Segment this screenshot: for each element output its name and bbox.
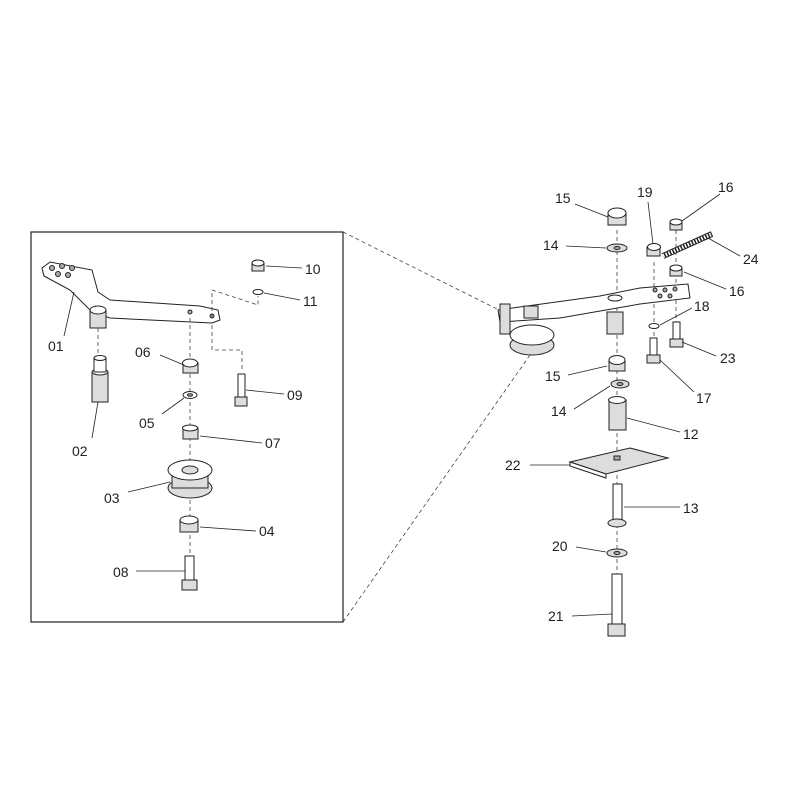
part-15-nut-lower	[608, 355, 626, 372]
label-06: 06	[135, 344, 151, 360]
detail-callout-line	[342, 231, 516, 319]
label-09: 09	[287, 387, 303, 403]
label-23: 23	[720, 350, 736, 366]
part-12-sleeve	[608, 396, 627, 431]
leader-lines	[63, 193, 741, 617]
label-01: 01	[48, 338, 64, 354]
part-06-nut	[182, 358, 199, 374]
label-14: 14	[543, 237, 559, 253]
part-14-washer-lower	[610, 379, 630, 389]
part-07-sleeve	[182, 424, 199, 440]
part-22-plate	[568, 447, 670, 479]
label-02: 02	[72, 443, 88, 459]
part-04-spacer	[179, 515, 199, 533]
label-18: 18	[694, 298, 710, 314]
label-08: 08	[113, 564, 129, 580]
part-24-spring	[661, 231, 714, 259]
label-19: 19	[637, 184, 653, 200]
part-10-nut	[251, 259, 265, 272]
part-18-washer	[648, 323, 660, 329]
label-04: 04	[259, 523, 275, 539]
label-05: 05	[139, 415, 155, 431]
label-16: 16	[718, 179, 734, 195]
part-16-nut	[669, 218, 683, 231]
part-23-bolt	[669, 321, 684, 348]
part-19-nut	[646, 243, 661, 257]
label-11: 11	[303, 293, 318, 309]
label-10: 10	[305, 261, 321, 277]
detail-box	[30, 231, 344, 623]
label-20: 20	[552, 538, 568, 554]
label-15: 15	[555, 190, 571, 206]
label-24: 24	[743, 251, 759, 267]
part-05-washer	[182, 391, 198, 399]
label-12: 12	[683, 426, 699, 442]
part-08-bolt	[181, 555, 198, 591]
label-17: 17	[696, 390, 712, 406]
part-15-nut	[607, 207, 627, 226]
part-13-bolt	[607, 483, 627, 528]
label-07: 07	[265, 435, 281, 451]
label-21: 21	[548, 608, 564, 624]
part-20-washer	[606, 548, 628, 558]
assembled-arm	[497, 283, 691, 356]
part-17-bolt	[646, 337, 661, 364]
part-09-bolt	[234, 373, 248, 407]
part-01-arm	[41, 261, 221, 329]
label-13: 13	[683, 500, 699, 516]
label-15: 15	[545, 368, 561, 384]
part-21-bolt	[607, 573, 626, 637]
part-14-washer	[606, 243, 628, 253]
label-14: 14	[551, 403, 567, 419]
part-11-washer	[252, 289, 264, 295]
part-16-nut-lower	[669, 264, 683, 277]
detail-callout-line	[342, 354, 531, 623]
label-22: 22	[505, 457, 521, 473]
label-16: 16	[729, 283, 745, 299]
label-03: 03	[104, 490, 120, 506]
part-02-bushing	[91, 355, 109, 403]
part-03-pulley	[167, 459, 213, 499]
